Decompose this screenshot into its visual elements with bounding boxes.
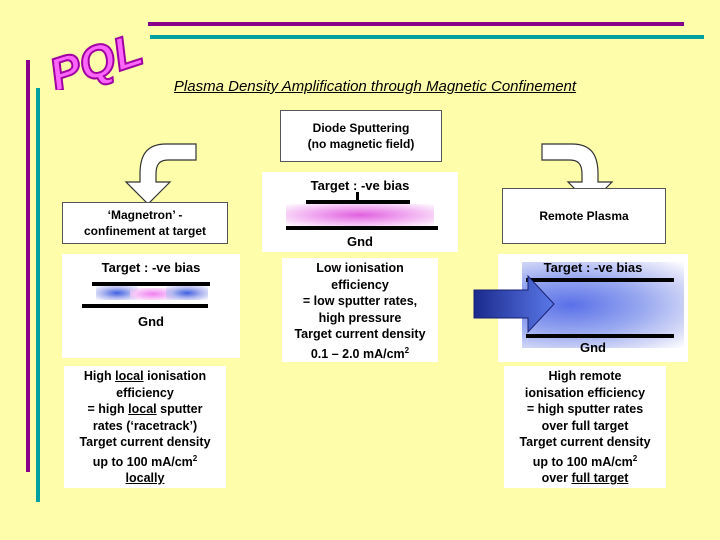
pql-logo: PQL <box>42 21 150 90</box>
magnetron-description: High local ionisation efficiency = high … <box>64 366 226 488</box>
magnetron-desc-line: = high local sputter <box>87 402 203 416</box>
magnetron-gnd-label: Gnd <box>138 314 164 329</box>
remote-desc-current-density: up to 100 mA/cm2 <box>532 453 638 469</box>
remote-gnd-label: Gnd <box>580 340 606 355</box>
magnetron-desc-line: Target current density <box>79 435 211 449</box>
remote-plasma-box: Remote Plasma <box>502 188 666 244</box>
diode-desc-line: = low sputter rates, <box>302 294 418 308</box>
magnetron-box: ‘Magnetron’ - confinement at target <box>62 202 228 244</box>
magnetron-desc-line: locally <box>125 471 165 486</box>
diode-target-stem <box>356 192 359 202</box>
magnetron-desc-line: High local ionisation <box>83 369 207 383</box>
left-decor-bar-purple <box>26 60 30 472</box>
remote-ground-electrode <box>526 334 674 338</box>
remote-plasma-label: Remote Plasma <box>539 209 629 223</box>
diode-plasma-glow <box>286 204 434 226</box>
diode-sputtering-box: Diode Sputtering (no magnetic field) <box>280 110 442 162</box>
remote-desc-line: = high sputter rates <box>526 402 644 416</box>
left-curved-arrow-icon <box>124 143 197 205</box>
remote-target-label: Target : -ve bias <box>543 260 643 275</box>
diode-desc-line: Low ionisation <box>316 261 404 275</box>
diode-illustration: Target : -ve bias Gnd <box>262 172 458 252</box>
remote-desc-line: over full target <box>541 471 629 486</box>
top-decor-bar-purple <box>148 22 684 26</box>
plasma-beam-arrow-icon <box>473 274 555 334</box>
remote-target-electrode <box>526 278 674 282</box>
diode-desc-line: high pressure <box>318 310 402 325</box>
magnetron-target-label: Target : -ve bias <box>101 260 201 275</box>
magnetron-desc-line: efficiency <box>116 385 174 400</box>
remote-desc-line: Target current density <box>519 435 651 449</box>
diode-gnd-label: Gnd <box>347 234 373 249</box>
diode-desc-line: Target current density <box>294 327 426 341</box>
magnetron-label-line1: ‘Magnetron’ - <box>107 208 183 222</box>
diode-label-line1: Diode Sputtering <box>312 121 410 135</box>
magnetron-desc-line: rates (‘racetrack’) <box>92 418 198 433</box>
magnetron-illustration: Target : -ve bias Gnd <box>62 254 240 358</box>
magnetron-target-electrode <box>92 282 210 286</box>
diode-description: Low ionisation efficiency = low sputter … <box>282 258 438 362</box>
magnetron-ground-electrode <box>82 304 208 308</box>
remote-description: High remote ionisation efficiency = high… <box>504 366 666 488</box>
magnetron-plasma-center <box>130 288 176 300</box>
diode-label-line2: (no magnetic field) <box>307 137 415 151</box>
magnetron-plasma-right-lobe <box>166 286 208 300</box>
magnetron-label-line2: confinement at target <box>83 224 206 238</box>
page-title: Plasma Density Amplification through Mag… <box>173 78 577 95</box>
remote-desc-line: ionisation efficiency <box>524 385 646 400</box>
left-decor-bar-teal <box>36 88 40 502</box>
diode-desc-line: efficiency <box>331 277 389 292</box>
remote-desc-line: High remote <box>548 369 622 383</box>
remote-desc-line: over full target <box>541 418 629 433</box>
magnetron-plasma-left-lobe <box>96 286 138 300</box>
magnetron-desc-current-density: up to 100 mA/cm2 <box>92 453 198 469</box>
diode-target-label: Target : -ve bias <box>310 178 410 193</box>
diode-desc-current-density: 0.1 – 2.0 mA/cm2 <box>310 345 410 361</box>
diode-target-electrode <box>306 200 410 204</box>
top-decor-bar-teal <box>150 35 704 39</box>
diode-ground-electrode <box>286 226 438 230</box>
